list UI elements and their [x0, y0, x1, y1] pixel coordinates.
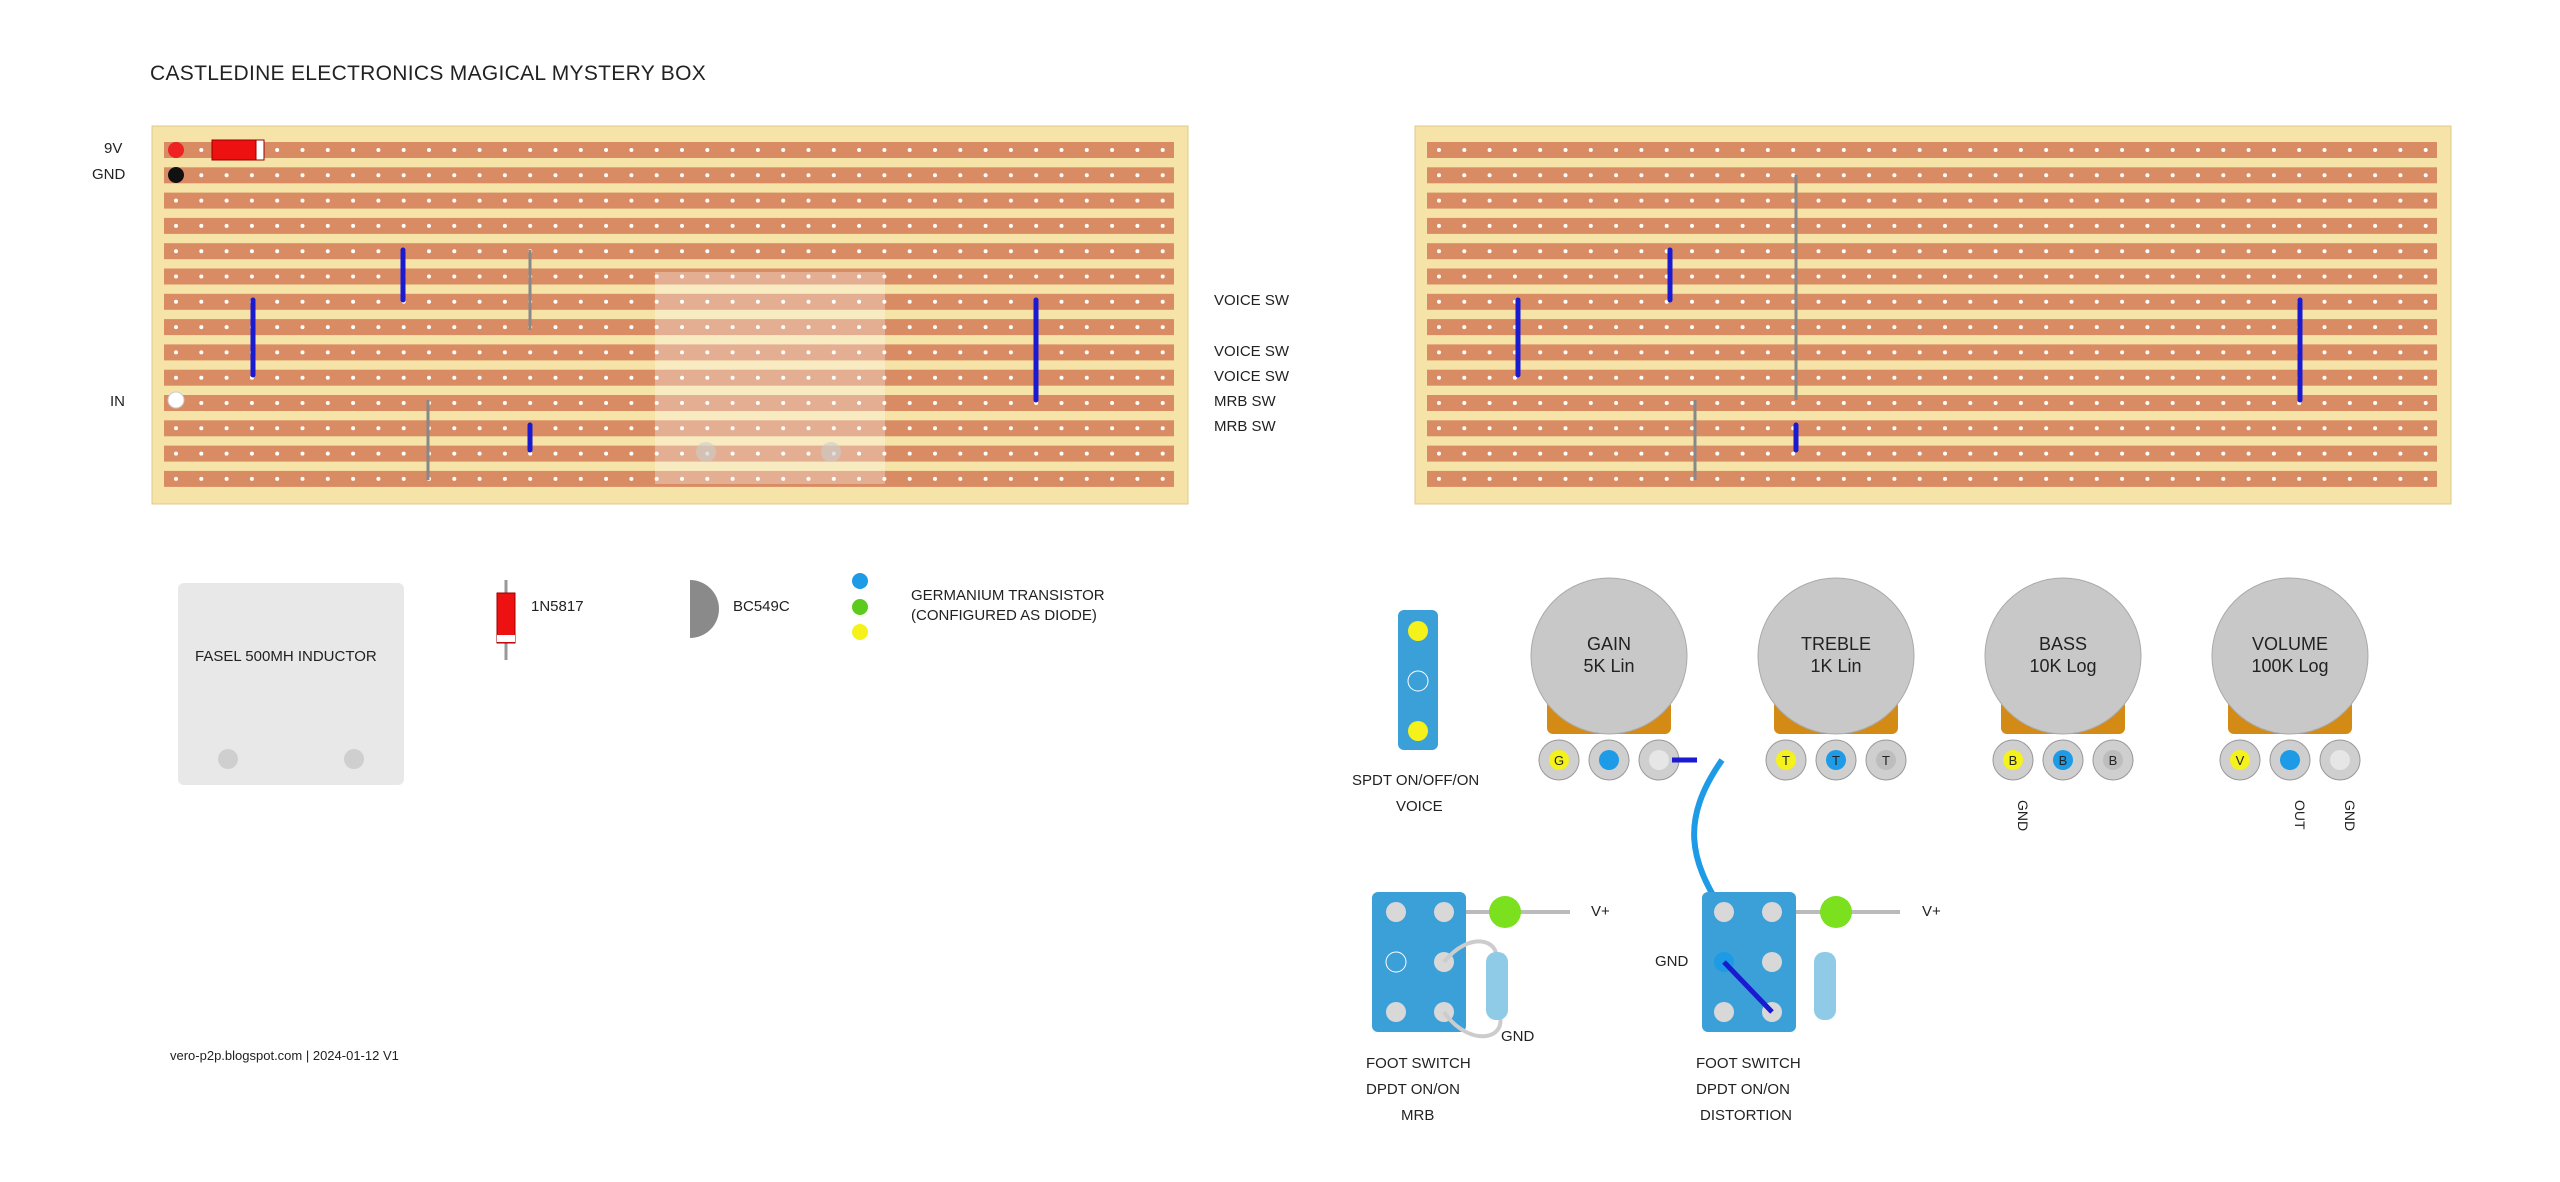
svg-text:OUT: OUT: [2292, 800, 2308, 830]
rail-label-in: IN: [110, 393, 125, 410]
svg-text:GND: GND: [2015, 800, 2031, 831]
svg-text:B: B: [2009, 753, 2018, 768]
svg-text:B: B: [2059, 753, 2068, 768]
footswitch-distortion: [1702, 892, 1900, 1032]
dist-caption: DISTORTION: [1700, 1107, 1792, 1124]
germanium-label: GERMANIUM TRANSISTOR: [911, 587, 1105, 604]
inductor-label: FASEL 500MH INDUCTOR: [195, 648, 377, 665]
svg-text:TREBLE: TREBLE: [1801, 634, 1871, 654]
voice-sw-label: VOICE SW: [1214, 292, 1290, 309]
dist-caption: FOOT SWITCH: [1696, 1055, 1801, 1072]
stripboard-right: [1414, 125, 2452, 505]
inductor-outline: [178, 583, 404, 785]
mrb-sw-label: MRB SW: [1214, 418, 1276, 435]
svg-text:100K Log: 100K Log: [2251, 656, 2328, 676]
legend-transistor: [690, 580, 719, 638]
transistor-label: BC549C: [733, 598, 790, 615]
rail-label-9v: 9V: [104, 140, 123, 157]
svg-text:GND: GND: [2342, 800, 2358, 831]
mrb-vplus: V+: [1591, 903, 1610, 920]
input-pad: [167, 391, 185, 409]
svg-text:BASS: BASS: [2039, 634, 2087, 654]
mrb-sw-label: MRB SW: [1214, 393, 1276, 410]
mrb-gnd: GND: [1501, 1028, 1535, 1045]
svg-text:T: T: [1832, 753, 1840, 768]
mrb-caption: DPDT ON/ON: [1366, 1081, 1460, 1098]
svg-text:1K Lin: 1K Lin: [1810, 656, 1861, 676]
svg-text:GAIN: GAIN: [1587, 634, 1631, 654]
svg-text:10K Log: 10K Log: [2029, 656, 2096, 676]
spdt-caption: SPDT ON/OFF/ON: [1352, 772, 1480, 789]
diode-label: 1N5817: [531, 598, 584, 615]
voice-sw-label: VOICE SW: [1214, 343, 1290, 360]
page-title: CASTLEDINE ELECTRONICS MAGICAL MYSTERY B…: [150, 62, 707, 85]
spdt-caption-voice: VOICE: [1396, 798, 1443, 815]
stripboard-left: [151, 125, 1189, 505]
footer-credit: vero-p2p.blogspot.com | 2024-01-12 V1: [170, 1048, 399, 1063]
rail-label-gnd: GND: [92, 166, 126, 183]
power-gnd-pad: [168, 167, 184, 183]
svg-text:5K Lin: 5K Lin: [1583, 656, 1634, 676]
voice-sw-label: VOICE SW: [1214, 368, 1290, 385]
svg-text:B: B: [2109, 753, 2118, 768]
footswitch-mrb: [1372, 892, 1570, 1039]
dist-vplus: V+: [1922, 903, 1941, 920]
svg-text:V: V: [2236, 753, 2245, 768]
svg-text:VOLUME: VOLUME: [2252, 634, 2328, 654]
dist-gnd: GND: [1655, 953, 1689, 970]
svg-text:G: G: [1554, 753, 1564, 768]
svg-text:T: T: [1782, 753, 1790, 768]
germanium-sublabel: (CONFIGURED AS DIODE): [911, 607, 1097, 624]
legend-diode: [496, 592, 516, 644]
svg-text:T: T: [1882, 753, 1890, 768]
power-9v-pad: [168, 142, 184, 158]
mrb-caption: MRB: [1401, 1107, 1435, 1124]
dist-caption: DPDT ON/ON: [1696, 1081, 1790, 1098]
mrb-caption: FOOT SWITCH: [1366, 1055, 1471, 1072]
